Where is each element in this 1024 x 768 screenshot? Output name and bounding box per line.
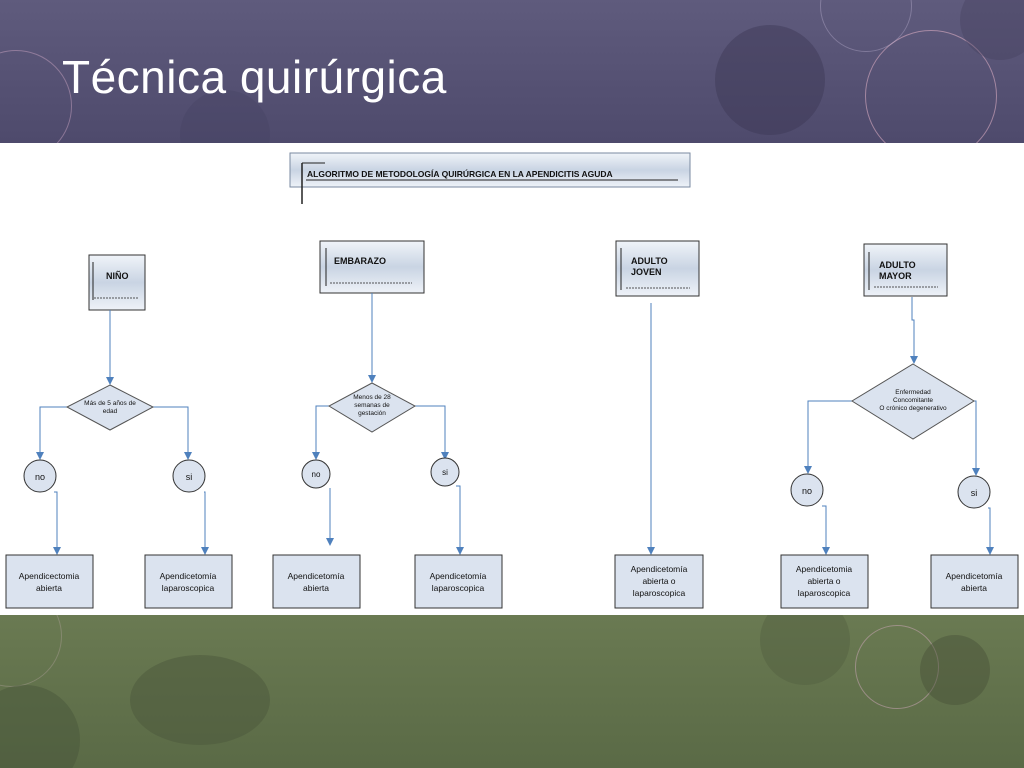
connectors [36,293,994,555]
answer-nino-si: si [172,459,206,493]
decision-adulto-mayor-text-1: Enfermedad [895,389,931,396]
outcome-adulto-joven-text-3: laparoscopica [633,588,686,598]
outcome-adulto-mayor-no-text-2: abierta o [807,576,840,586]
category-adulto-joven-label-1: ADULTO [631,256,668,266]
outcome-adulto-mayor-no-text-1: Apendicetomia [796,564,853,574]
answer-nino-no: no [23,459,57,493]
answer-nino-si-text: si [186,472,193,482]
answer-nino-no-text: no [35,472,45,482]
outcome-embarazo-no-text-2: abierta [303,583,329,593]
outcome-nino-no-text-2: abierta [36,583,62,593]
answer-embarazo-si: si [430,457,460,487]
slide-footer [0,615,1024,768]
category-nino-label: NIÑO [106,271,129,281]
decision-embarazo-text-1: Menos de 28 [353,394,391,401]
decorative-circle [0,685,80,768]
category-embarazo: EMBARAZO [319,240,425,294]
outcome-embarazo-si-text-1: Apendicetomía [430,571,487,581]
decorative-circle [855,625,939,709]
decision-adulto-mayor-text-3: O crónico degenerativo [879,405,947,412]
outcome-embarazo-si-text-2: laparoscopica [432,583,485,593]
answer-adulto-mayor-no-text: no [802,486,812,496]
category-adulto-mayor-label-2: MAYOR [879,271,912,281]
algorithm-heading: ALGORITMO DE METODOLOGÍA QUIRÚRGICA EN L… [289,152,691,204]
decision-adulto-mayor: Enfermedad Concomitante O crónico degene… [851,363,975,440]
answer-adulto-mayor-no: no [790,473,824,507]
answer-adulto-mayor-si-text: si [971,488,978,498]
answer-embarazo-no: no [301,459,331,489]
outcome-adulto-mayor-no: Apendicetomia abierta o laparoscopica [780,554,869,609]
decorative-circle [0,615,62,687]
decision-nino-text-1: Más de 5 años de [84,400,136,407]
outcome-adulto-mayor-si-text-1: Apendicetomía [946,571,1003,581]
outcome-nino-no-text-1: Apendicectomia [19,571,80,581]
decorative-circle [130,655,270,745]
answer-embarazo-no-text: no [312,470,321,479]
category-adulto-mayor: ADULTO MAYOR [863,243,948,297]
outcome-adulto-joven-text-2: abierta o [642,576,675,586]
outcome-adulto-mayor-no-text-3: laparoscopica [798,588,851,598]
slide-header: Técnica quirúrgica [0,0,1024,143]
outcome-adulto-mayor-si: Apendicetomía abierta [930,554,1019,609]
slide-title: Técnica quirúrgica [62,51,447,103]
answer-adulto-mayor-si: si [957,475,991,509]
decision-nino-text-2: edad [103,408,118,415]
outcome-nino-si-text-2: laparoscopica [162,583,215,593]
category-adulto-joven: ADULTO JOVEN [615,240,700,297]
outcome-adulto-joven-text-1: Apendicetomía [631,564,688,574]
decorative-circle [760,615,850,685]
outcome-embarazo-no: Apendicetomía abierta [272,554,361,609]
category-embarazo-label: EMBARAZO [334,256,386,266]
decorative-circle [715,25,825,135]
algorithm-heading-text: ALGORITMO DE METODOLOGÍA QUIRÚRGICA EN L… [307,168,613,179]
outcome-nino-si-text-1: Apendicetomía [160,571,217,581]
category-adulto-mayor-label-1: ADULTO [879,260,916,270]
outcome-adulto-mayor-si-text-2: abierta [961,583,987,593]
answer-embarazo-si-text: si [442,468,448,477]
decorative-circle [920,635,990,705]
outcome-embarazo-no-text-1: Apendicetomía [288,571,345,581]
outcome-adulto-joven: Apendicetomía abierta o laparoscopica [614,554,704,609]
category-adulto-joven-label-2: JOVEN [631,267,662,277]
outcome-nino-si: Apendicetomía laparoscopica [144,554,233,609]
flowchart-area: ALGORITMO DE METODOLOGÍA QUIRÚRGICA EN L… [0,143,1024,615]
decision-nino: Más de 5 años de edad [65,384,155,431]
decision-embarazo-text-3: gestación [358,410,386,417]
outcome-embarazo-si: Apendicetomía laparoscopica [414,554,503,609]
decision-adulto-mayor-text-2: Concomitante [893,397,933,404]
outcome-nino-no: Apendicectomia abierta [5,554,94,609]
flowchart: ALGORITMO DE METODOLOGÍA QUIRÚRGICA EN L… [5,152,1019,609]
decision-embarazo: Menos de 28 semanas de gestación [327,382,417,433]
decision-embarazo-text-2: semanas de [354,402,390,409]
category-nino: NIÑO [88,254,146,311]
